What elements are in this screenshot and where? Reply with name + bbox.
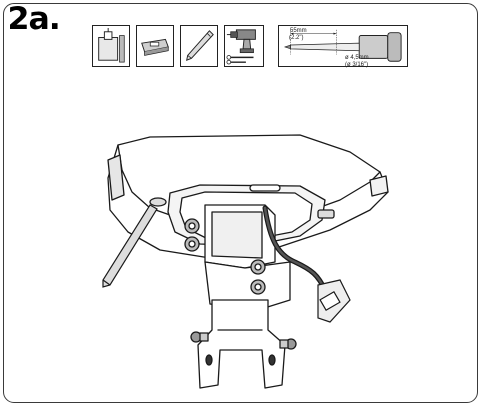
step-number: 2a. — [7, 1, 60, 37]
drill-bit-icon — [278, 25, 408, 67]
level-icon — [136, 25, 174, 67]
depth-in-label: (2.2") — [289, 35, 303, 41]
diameter-in-label: (ø 3/16") — [345, 62, 368, 68]
depth-mm-label: 55mm — [290, 28, 307, 34]
pencil-icon — [180, 25, 218, 67]
tools-strip — [92, 25, 412, 69]
wall-anchor-icon — [92, 25, 130, 67]
pencil — [102, 204, 158, 288]
diameter-mm-label: ø 4,5mm — [345, 55, 369, 61]
drill-icon — [224, 25, 264, 67]
